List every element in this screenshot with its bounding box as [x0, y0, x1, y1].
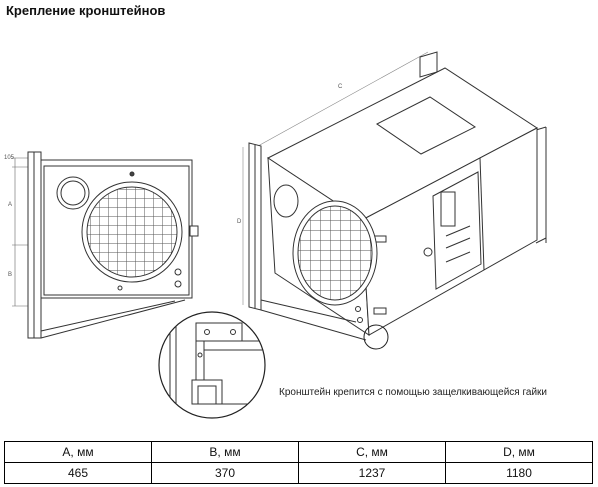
dim-a-label: A	[8, 202, 12, 208]
detail-zoom-circle	[158, 311, 266, 419]
value-d: 1180	[445, 462, 593, 484]
front-view	[12, 151, 199, 339]
dim-top-offset: 105	[4, 155, 15, 161]
dim-c-label: C	[338, 84, 343, 90]
isometric-view	[242, 51, 547, 350]
header-d: D, мм	[445, 441, 593, 463]
header-b: B, мм	[151, 441, 299, 463]
header-a: A, мм	[4, 441, 152, 463]
bracket-mounting-drawing: 105 A B	[4, 51, 547, 419]
table-header-row: A, мм B, мм C, мм D, мм	[4, 441, 593, 463]
header-c: C, мм	[298, 441, 446, 463]
value-a: 465	[4, 462, 152, 484]
figure-caption: Кронштейн крепится с помощью защелкивающ…	[279, 387, 548, 398]
dim-b-label: B	[8, 272, 12, 278]
value-b: 370	[151, 462, 299, 484]
dim-d-label: D	[237, 219, 242, 225]
dimensions-table: A, мм B, мм C, мм D, мм 465 370 1237 118…	[4, 441, 593, 484]
page-title: Крепление кронштейнов	[6, 3, 166, 18]
table-row: 465 370 1237 1180	[4, 462, 593, 484]
value-c: 1237	[298, 462, 446, 484]
